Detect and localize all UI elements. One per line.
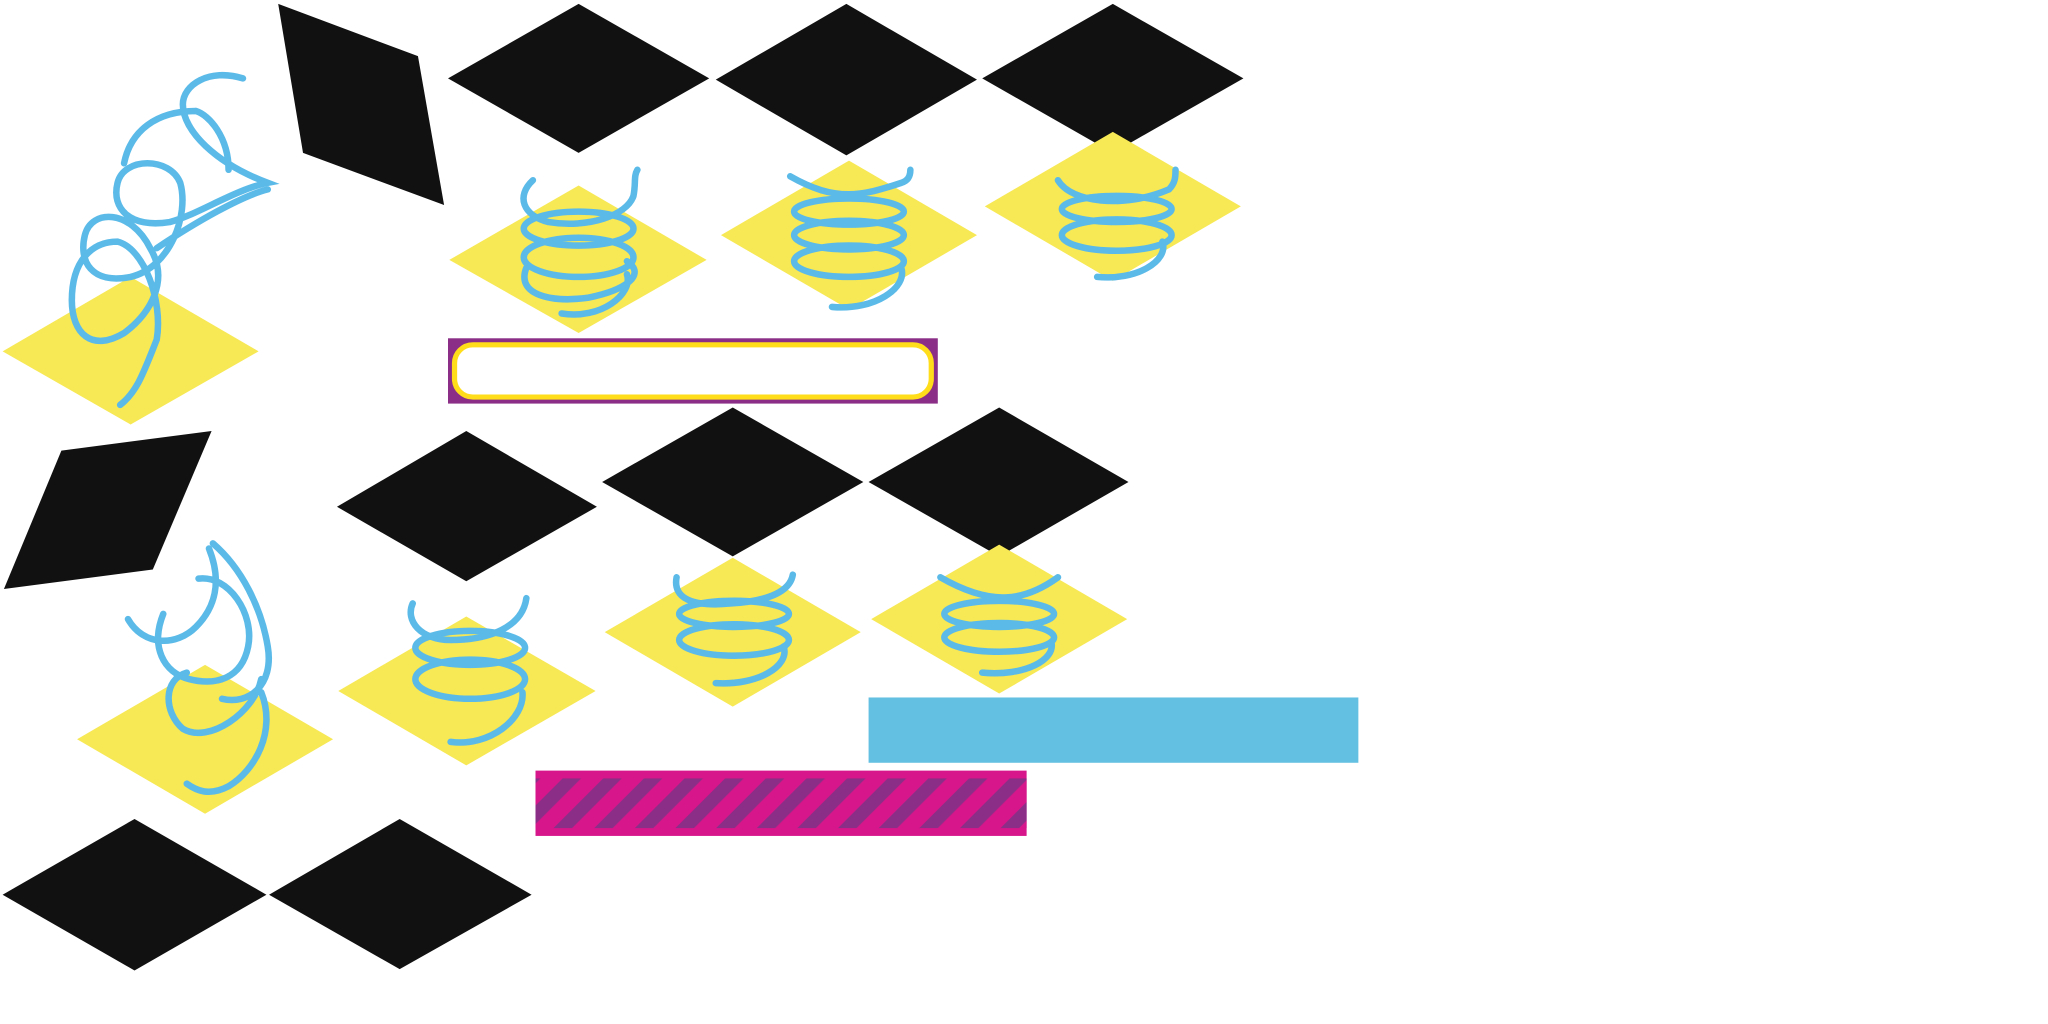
spring bbox=[520, 166, 641, 318]
yellow-tile bbox=[984, 131, 1241, 281]
spring-stretched bbox=[68, 71, 280, 409]
spring bbox=[407, 594, 530, 746]
spring-stretched bbox=[124, 540, 273, 796]
yellow-tile bbox=[2, 276, 259, 425]
striped-bar bbox=[535, 770, 1027, 836]
black-tile bbox=[269, 818, 532, 970]
black-tile-parallelogram bbox=[3, 431, 212, 590]
yellow-tile bbox=[338, 616, 596, 766]
black-tile bbox=[602, 407, 864, 557]
spring bbox=[937, 574, 1062, 677]
black-tile bbox=[448, 3, 710, 153]
empty-progress-bar bbox=[448, 338, 938, 404]
black-tile bbox=[715, 3, 977, 156]
yellow-tile bbox=[720, 160, 977, 310]
black-tile bbox=[2, 818, 267, 971]
spring bbox=[672, 571, 797, 687]
spring bbox=[1054, 166, 1179, 281]
black-tile bbox=[868, 407, 1129, 557]
yellow-tile bbox=[604, 557, 861, 707]
blue-bar bbox=[868, 697, 1359, 763]
yellow-tile bbox=[449, 185, 707, 334]
black-tile bbox=[982, 3, 1244, 153]
black-tile-parallelogram bbox=[278, 3, 445, 206]
spring bbox=[786, 166, 914, 311]
black-tile bbox=[336, 431, 597, 582]
